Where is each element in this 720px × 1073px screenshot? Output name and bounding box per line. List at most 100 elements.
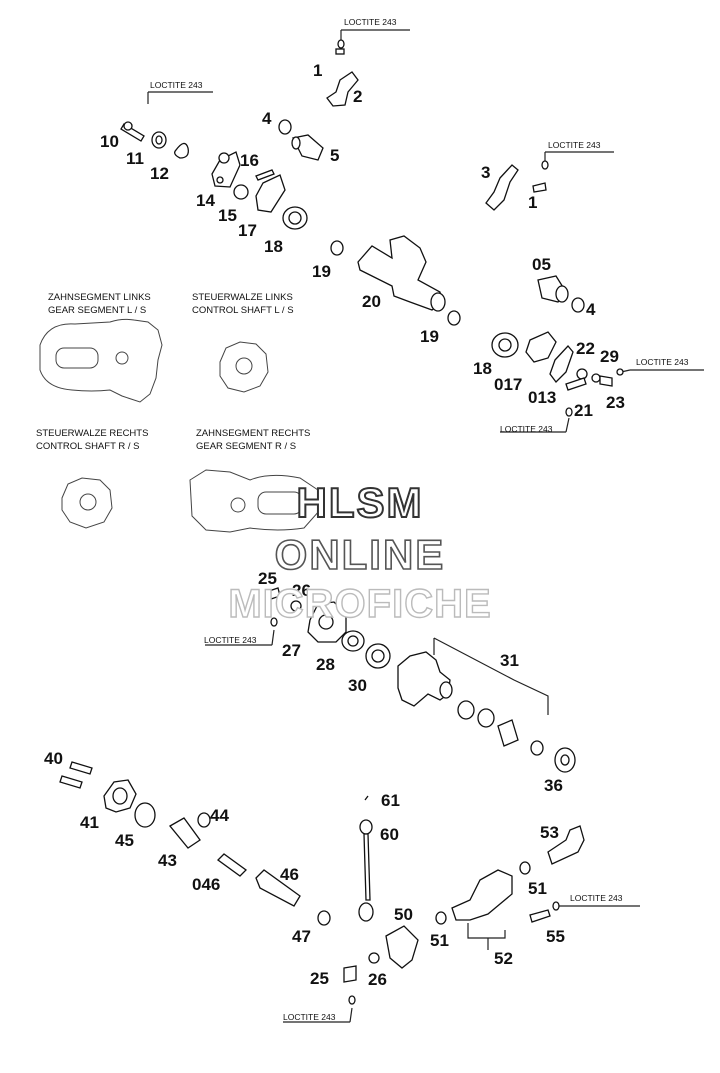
bolt-40b bbox=[59, 775, 83, 789]
shaft-20 bbox=[357, 235, 443, 311]
part-number: 26 bbox=[368, 970, 387, 989]
gear-shaft-31 bbox=[397, 651, 451, 707]
bracket-52 bbox=[467, 923, 506, 950]
lever-17 bbox=[255, 174, 286, 213]
bush-43 bbox=[169, 817, 201, 849]
part-number: 26 bbox=[292, 581, 311, 600]
part-number: 1 bbox=[528, 193, 538, 212]
loctite-note: LOCTITE 243 bbox=[204, 635, 257, 645]
part-number: 28 bbox=[316, 655, 335, 674]
part-number: 19 bbox=[312, 262, 331, 281]
spring-12 bbox=[174, 142, 189, 159]
gear-segment-ls bbox=[39, 318, 163, 403]
leader-line bbox=[500, 417, 570, 433]
cap-47 bbox=[317, 910, 331, 926]
part-number: 17 bbox=[238, 221, 257, 240]
loctite-note: LOCTITE 243 bbox=[636, 357, 689, 367]
loctite-note: LOCTITE 243 bbox=[344, 17, 397, 27]
screw-1 bbox=[335, 48, 345, 55]
part-number: 55 bbox=[546, 927, 565, 946]
washer-26b bbox=[368, 952, 380, 964]
oring-4 bbox=[278, 119, 292, 135]
loctite-note: LOCTITE 243 bbox=[283, 1012, 336, 1022]
part-number: 1 bbox=[313, 61, 323, 80]
part-number: 29 bbox=[600, 347, 619, 366]
part-number: 3 bbox=[481, 163, 491, 182]
parts-group-top bbox=[120, 39, 549, 230]
bracket-31 bbox=[433, 637, 549, 715]
clip-61 bbox=[364, 795, 369, 801]
leader-line bbox=[283, 1007, 353, 1023]
caption-control-shaft-ls: STEUERWALZE LINKS CONTROL SHAFT L / S bbox=[192, 292, 294, 316]
part-number: 4 bbox=[586, 300, 596, 319]
oring-44 bbox=[197, 812, 211, 828]
oring-19b bbox=[447, 310, 461, 326]
part-number: 013 bbox=[528, 388, 557, 407]
screw-1b bbox=[532, 182, 547, 193]
part-number: 4 bbox=[262, 109, 272, 128]
screw-25a bbox=[265, 587, 281, 601]
shaft-assembly-52 bbox=[451, 869, 513, 921]
lever-017 bbox=[525, 331, 557, 363]
part-number: 05 bbox=[532, 255, 551, 274]
part-number: 30 bbox=[348, 676, 367, 695]
pin-21 bbox=[565, 377, 587, 391]
part-number: 41 bbox=[80, 813, 99, 832]
part-number: 10 bbox=[100, 132, 119, 151]
part-number: 046 bbox=[192, 875, 221, 894]
part-number: 23 bbox=[606, 393, 625, 412]
part-number: 50 bbox=[394, 905, 413, 924]
part-number: 40 bbox=[44, 749, 63, 768]
oring-19a bbox=[330, 240, 344, 256]
screw-55 bbox=[529, 909, 551, 923]
leader-line bbox=[147, 91, 213, 104]
washer-22 bbox=[576, 368, 588, 380]
part-number: 14 bbox=[196, 191, 215, 210]
spring-46 bbox=[255, 869, 301, 907]
oring-45 bbox=[134, 802, 156, 828]
part-number: 20 bbox=[362, 292, 381, 311]
caption-gear-segment-ls: ZAHNSEGMENT LINKS GEAR SEGMENT L / S bbox=[48, 292, 151, 316]
leader-line bbox=[544, 151, 614, 164]
variant-illustrations bbox=[39, 318, 321, 533]
part-number: 52 bbox=[494, 949, 513, 968]
fork-50 bbox=[385, 925, 419, 969]
part-number: 61 bbox=[381, 791, 400, 810]
caption-gear-segment-rs: ZAHNSEGMENT RECHTS GEAR SEGMENT R / S bbox=[196, 428, 311, 452]
rod-end-60a bbox=[359, 819, 373, 835]
part-number: 44 bbox=[210, 806, 229, 825]
bush-31c bbox=[497, 719, 519, 747]
part-number: 12 bbox=[150, 164, 169, 183]
part-number: 16 bbox=[240, 151, 259, 170]
part-number: 60 bbox=[380, 825, 399, 844]
screw-23 bbox=[599, 375, 613, 387]
part-number: 36 bbox=[544, 776, 563, 795]
part-number: 27 bbox=[282, 641, 301, 660]
rod-60 bbox=[363, 833, 371, 901]
screw-25b bbox=[343, 965, 357, 983]
part-number: 25 bbox=[310, 969, 329, 988]
washer-51b bbox=[435, 911, 447, 925]
watermark-line3: MICROFICHE bbox=[228, 582, 492, 626]
oring-4b bbox=[571, 297, 585, 313]
part-number: 18 bbox=[473, 359, 492, 378]
washer-31a bbox=[457, 700, 475, 720]
leader-line bbox=[205, 629, 275, 646]
loctite-note: LOCTITE 243 bbox=[570, 893, 623, 903]
part-number: 45 bbox=[115, 831, 134, 850]
part-number: 47 bbox=[292, 927, 311, 946]
part-number: 2 bbox=[353, 87, 363, 106]
part-number: 11 bbox=[126, 149, 144, 168]
watermark-line1: HLSM bbox=[296, 479, 424, 526]
part-number: 43 bbox=[158, 851, 177, 870]
spring-046 bbox=[217, 853, 247, 877]
watermark-line2: ONLINE bbox=[274, 531, 446, 578]
part-number: 51 bbox=[528, 879, 547, 898]
part-number: 53 bbox=[540, 823, 559, 842]
washer-26a bbox=[290, 600, 302, 612]
part-number: 15 bbox=[218, 206, 237, 225]
part-number: 5 bbox=[330, 146, 340, 165]
washer-31b bbox=[477, 708, 495, 728]
